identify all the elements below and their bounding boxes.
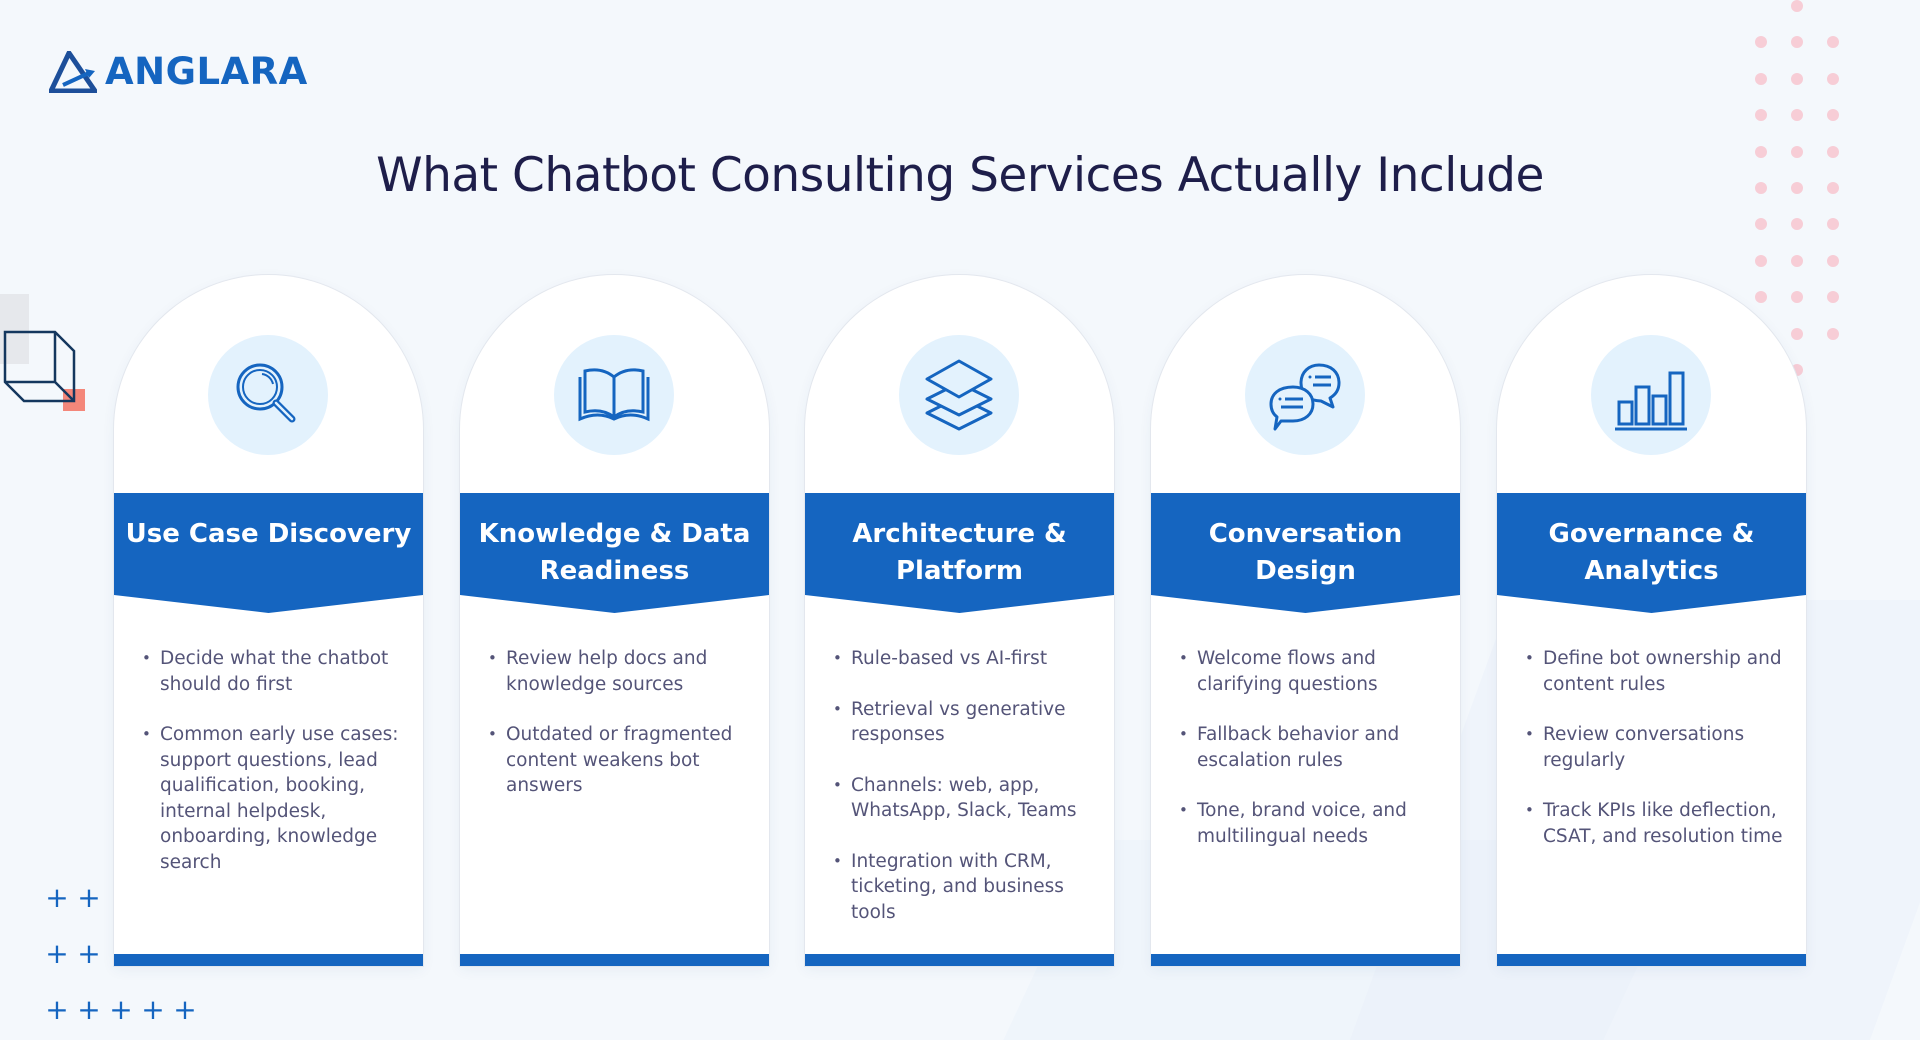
anglara-logo-icon	[49, 50, 97, 93]
card-bullet-list: Define bot ownership and content rules R…	[1525, 646, 1793, 874]
layers-icon	[925, 359, 993, 431]
card-bottom-bar	[1151, 954, 1460, 966]
bullet-item: Decide what the chatbot should do first	[142, 646, 410, 697]
bullet-item: Rule-based vs AI-first	[833, 646, 1101, 672]
card-header-band: Knowledge & Data Readiness	[460, 493, 769, 613]
card-title: Governance & Analytics	[1548, 519, 1755, 586]
bullet-item: Track KPIs like deflection, CSAT, and re…	[1525, 798, 1793, 849]
bullet-item: Tone, brand voice, and multilingual need…	[1179, 798, 1447, 849]
service-card-conversation-design: Conversation Design Welcome flows and cl…	[1151, 275, 1460, 966]
card-bullet-list: Decide what the chatbot should do first …	[142, 646, 410, 900]
bullet-item: Retrieval vs generative responses	[833, 697, 1101, 748]
card-bottom-bar	[460, 954, 769, 966]
bullet-item: Common early use cases: support question…	[142, 722, 410, 875]
bar-chart-icon	[1615, 371, 1687, 431]
card-header-band: Architecture & Platform	[805, 493, 1114, 613]
card-header-band: Conversation Design	[1151, 493, 1460, 613]
card-bottom-bar	[114, 954, 423, 966]
card-header-band: Governance & Analytics	[1497, 493, 1806, 613]
icon-badge	[1591, 335, 1711, 455]
card-bottom-bar	[1497, 954, 1806, 966]
service-card-use-case-discovery: Use Case Discovery Decide what the chatb…	[114, 275, 423, 966]
card-title: Conversation Design	[1208, 519, 1403, 586]
card-header-band: Use Case Discovery	[114, 493, 423, 613]
cube-icon	[0, 294, 85, 411]
card-title: Use Case Discovery	[125, 519, 412, 549]
service-card-governance-analytics: Governance & Analytics Define bot owners…	[1497, 275, 1806, 966]
icon-badge	[899, 335, 1019, 455]
brand-logo[interactable]: ANGLARA	[49, 50, 308, 93]
service-card-architecture-platform: Architecture & Platform Rule-based vs AI…	[805, 275, 1114, 966]
bullet-item: Channels: web, app, WhatsApp, Slack, Tea…	[833, 773, 1101, 824]
icon-badge	[1245, 335, 1365, 455]
bullet-item: Review conversations regularly	[1525, 722, 1793, 773]
card-bottom-bar	[805, 954, 1114, 966]
card-bullet-list: Rule-based vs AI-first Retrieval vs gene…	[833, 646, 1101, 950]
card-title: Knowledge & Data Readiness	[478, 519, 751, 586]
bullet-item: Integration with CRM, ticketing, and bus…	[833, 849, 1101, 926]
open-book-icon	[578, 368, 650, 422]
card-bullet-list: Welcome flows and clarifying questions F…	[1179, 646, 1447, 874]
bullet-item: Welcome flows and clarifying questions	[1179, 646, 1447, 697]
bullet-item: Fallback behavior and escalation rules	[1179, 722, 1447, 773]
brand-name: ANGLARA	[105, 50, 308, 93]
icon-badge	[554, 335, 674, 455]
service-card-knowledge-data-readiness: Knowledge & Data Readiness Review help d…	[460, 275, 769, 966]
bullet-item: Review help docs and knowledge sources	[488, 646, 756, 697]
card-title: Architecture & Platform	[852, 519, 1067, 586]
bullet-item: Outdated or fragmented content weakens b…	[488, 722, 756, 799]
magnifier-icon	[236, 363, 296, 423]
icon-badge	[208, 335, 328, 455]
chat-bubbles-icon	[1269, 363, 1341, 431]
card-bullet-list: Review help docs and knowledge sources O…	[488, 646, 756, 824]
bullet-item: Define bot ownership and content rules	[1525, 646, 1793, 697]
page-title: What Chatbot Consulting Services Actuall…	[376, 148, 1544, 203]
